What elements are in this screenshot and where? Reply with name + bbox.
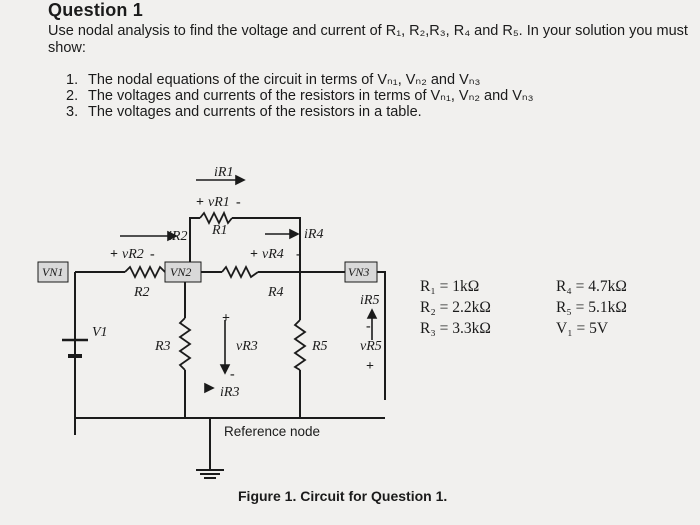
svg-text:-: - [296, 247, 301, 262]
label-ir3: iR3 [220, 385, 239, 400]
question-title: Question 1 [48, 0, 144, 20]
svg-text:+: + [110, 247, 118, 262]
r5-resistor [293, 319, 307, 371]
r3-resistor [178, 317, 192, 371]
r4-resistor [221, 264, 259, 280]
reference-node-label: Reference node [224, 424, 321, 439]
question-intro: Use nodal analysis to find the voltage a… [48, 23, 688, 56]
label-vn2: VN2 [170, 265, 191, 279]
figure-caption: Figure 1. Circuit for Question 1. [238, 488, 448, 504]
ground-icon [196, 469, 224, 479]
label-ir2: iR2 [168, 229, 187, 244]
battery-icon [62, 338, 88, 358]
list-item: 1.The nodal equations of the circuit in … [66, 72, 481, 88]
label-r3: R3 [154, 339, 171, 354]
value-v1: V₁ = 5V [556, 320, 609, 337]
svg-text:-: - [236, 195, 241, 210]
node-vn2-box [164, 261, 202, 283]
label-r2: R2 [133, 285, 150, 300]
label-ir1: iR1 [214, 165, 233, 180]
value-r1: R₁ = 1kΩ [420, 278, 480, 295]
circuit-diagram: iR1 + vR1 - R1 iR2 + vR2 - R2 iR4 + vR4 … [37, 165, 386, 479]
label-vr5: vR5 [360, 339, 382, 354]
component-values: R₁ = 1kΩ R₄ = 4.7kΩ R₂ = 2.2kΩ R₅ = 5.1k… [420, 276, 692, 339]
label-vr3: vR3 [236, 339, 258, 354]
label-vn3: VN3 [348, 265, 369, 279]
label-ir4: iR4 [304, 227, 323, 242]
r1-resistor [199, 210, 233, 226]
svg-text:-: - [366, 319, 371, 334]
value-r3: R₃ = 3.3kΩ [420, 320, 491, 337]
node-vn1-box [37, 261, 69, 283]
value-r2: R₂ = 2.2kΩ [420, 299, 491, 316]
label-v1: V1 [92, 325, 108, 340]
label-r5: R5 [311, 339, 328, 354]
svg-text:+: + [196, 195, 204, 210]
svg-text:+: + [366, 359, 374, 374]
label-vn1: VN1 [42, 265, 63, 279]
svg-text:+: + [250, 247, 258, 262]
label-r4: R4 [267, 285, 284, 300]
list-item: 2.The voltages and currents of the resis… [66, 88, 534, 104]
node-vn3-box [344, 261, 378, 283]
label-vr2: vR2 [122, 247, 144, 262]
label-vr1: vR1 [208, 195, 230, 210]
svg-text:-: - [230, 367, 235, 382]
list-item: 3.The voltages and currents of the resis… [66, 104, 422, 120]
label-r1: R1 [211, 223, 228, 238]
label-ir5: iR5 [360, 293, 379, 308]
r2-resistor [124, 264, 166, 280]
value-r5: R₅ = 5.1kΩ [556, 299, 627, 316]
requirements-list: 1.The nodal equations of the circuit in … [66, 72, 666, 120]
svg-text:+: + [222, 311, 230, 326]
svg-text:-: - [150, 247, 155, 262]
label-vr4: vR4 [262, 247, 284, 262]
value-r4: R₄ = 4.7kΩ [556, 278, 627, 295]
